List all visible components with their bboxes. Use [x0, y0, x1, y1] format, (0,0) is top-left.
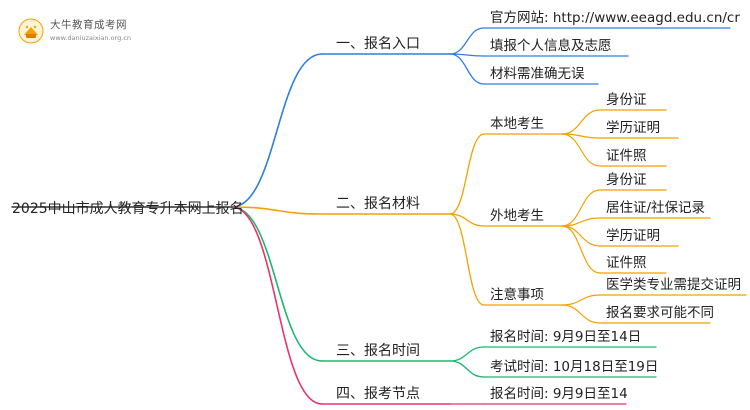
site-logo: 大牛教育成考网 www.daniuzaixian.org.cn: [18, 14, 158, 48]
connector-b2-c1-l1: [561, 109, 601, 135]
connector-b2-c2: [449, 213, 485, 227]
branch-2-item-1[interactable]: 本地考生: [490, 116, 544, 132]
connector-b2-c3-l1: [561, 294, 601, 306]
branch-1-label[interactable]: 一、报名入口: [336, 36, 420, 52]
branch-2-group-2-leaf-2[interactable]: 居住证/社保记录: [606, 200, 705, 216]
connector-b2-c1-l3: [561, 133, 601, 167]
branch-3-item-1[interactable]: 报名时间: 9月9日至14日: [490, 329, 641, 345]
connector-b3-c1: [449, 346, 485, 362]
branch-2-item-3[interactable]: 注意事项: [490, 286, 544, 303]
branch-2-group-1-leaf-1[interactable]: 身份证: [606, 92, 647, 108]
branch-2-group-2-leaf-4[interactable]: 证件照: [606, 255, 647, 271]
mind-map-connectors: [11, 27, 747, 405]
branch-2-group-2-leaf-1[interactable]: 身份证: [606, 172, 647, 188]
branch-1-item-2[interactable]: 填报个人信息及志愿: [490, 37, 612, 54]
connector-b2-c3-l2: [561, 304, 601, 324]
connector-b2-c2-l1: [561, 189, 601, 227]
branch-2-item-2[interactable]: 外地考生: [490, 208, 544, 224]
mind-map-labels: 2025中山市成人教育专升本网上报名 一、报名入口 官方网站: http://ww…: [12, 10, 741, 402]
connector-b2-c3: [449, 213, 485, 306]
branch-4-item-1[interactable]: 报名时间: 9月9日至14: [490, 386, 628, 402]
connector-root-branch-4: [231, 206, 323, 405]
branch-3-item-2[interactable]: 考试时间: 10月18日至19日: [490, 359, 658, 375]
branch-2-group-3-leaf-2[interactable]: 报名要求可能不同: [606, 305, 714, 321]
connector-b2-c2-l4: [561, 225, 601, 274]
branch-2-group-3-leaf-1[interactable]: 医学类专业需提交证明: [606, 276, 741, 293]
branch-2-group-2-leaf-3[interactable]: 学历证明: [606, 228, 660, 244]
branch-2-label[interactable]: 二、报名材料: [336, 196, 420, 212]
book-logo-icon: [18, 18, 44, 44]
connector-b1-c1: [449, 27, 485, 55]
connector-b2-c1: [449, 133, 485, 215]
branch-2-group-1-leaf-2[interactable]: 学历证明: [606, 120, 660, 136]
connector-root-branch-3: [231, 206, 323, 362]
logo-title: 大牛教育成考网: [50, 19, 127, 31]
branch-4-label[interactable]: 四、报考节点: [336, 386, 420, 402]
branch-3-label[interactable]: 三、报名时间: [336, 343, 420, 359]
connector-b1-c3: [449, 53, 485, 85]
branch-2-group-1-leaf-3[interactable]: 证件照: [606, 148, 647, 164]
logo-url: www.daniuzaixian.org.cn: [50, 34, 132, 42]
connector-b2-c2-l3: [561, 225, 601, 247]
branch-1-item-1[interactable]: 官方网站: http://www.eeagd.edu.cn/cr: [490, 10, 740, 26]
connector-root-branch-1: [231, 53, 323, 208]
connector-b3-c2: [449, 360, 485, 378]
connector-root-branch-2: [231, 206, 323, 215]
branch-1-item-3[interactable]: 材料需准确无误: [490, 66, 585, 82]
root-topic[interactable]: 2025中山市成人教育专升本网上报名: [12, 200, 244, 217]
